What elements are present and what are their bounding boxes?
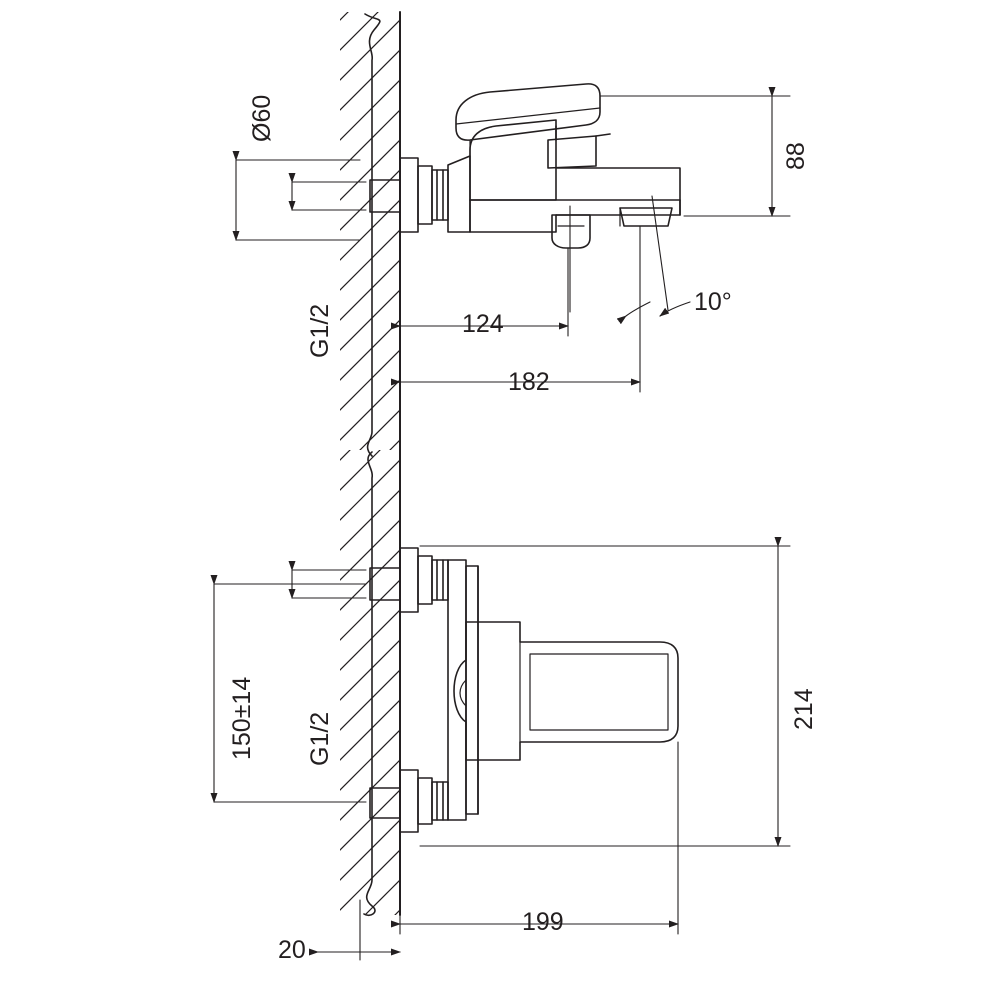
dimension-label-height-214: 214 — [790, 688, 818, 730]
dimension-label-height-88: 88 — [782, 142, 810, 170]
wall-section-bottom — [340, 449, 401, 917]
dimension-label-length-124: 124 — [462, 310, 504, 338]
dimension-label-spout-angle: 10° — [694, 288, 732, 316]
dimension-lines-top — [232, 87, 791, 393]
dimension-label-width-199: 199 — [522, 908, 564, 936]
faucet-front-elevation — [369, 547, 679, 833]
dimension-label-length-182: 182 — [508, 368, 550, 396]
faucet-side-elevation — [369, 83, 681, 249]
wall-section-top — [340, 11, 401, 457]
dimension-lines-bottom — [210, 537, 791, 961]
dimension-label-wall-offset-20: 20 — [278, 936, 306, 964]
dimension-label-centers-150: 150±14 — [228, 676, 256, 760]
dimension-label-thread-top: G1/2 — [306, 303, 334, 358]
dimension-label-thread-bottom: G1/2 — [306, 711, 334, 766]
dimension-label-diameter-60: Ø60 — [248, 94, 276, 142]
